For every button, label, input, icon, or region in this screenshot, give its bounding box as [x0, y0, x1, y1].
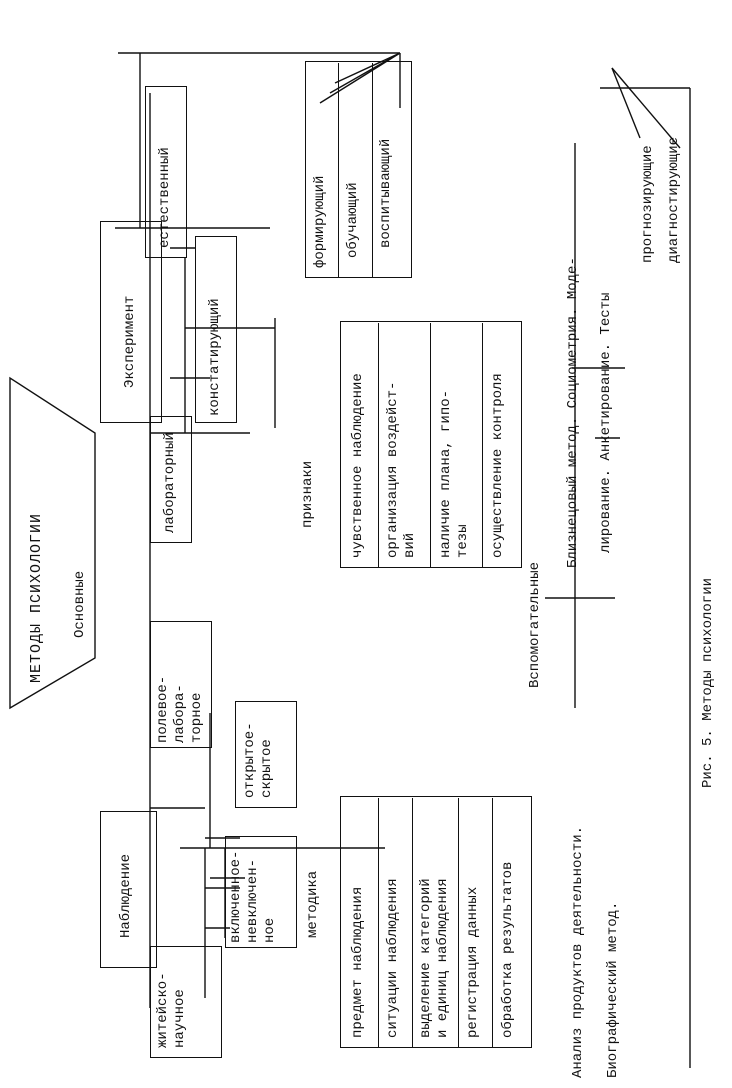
method-item-4: регистрация данных: [465, 886, 481, 1038]
tests-fan-1: [611, 67, 641, 139]
fan-4: [319, 52, 401, 104]
tests-type-2: диагностирующие: [666, 136, 682, 263]
method-item-5: обработка результатов: [500, 861, 516, 1038]
obs-type-2: включенное- невключен- ное: [228, 850, 278, 943]
tests-type-1: прогнозирующие: [640, 145, 656, 263]
obs-type-1: житейско- научное: [155, 972, 188, 1048]
exp-type-natural: естественный: [157, 147, 173, 248]
feature-1: чувственное наблюдение: [350, 373, 366, 558]
formative-divider-1: [338, 63, 339, 278]
method-divider-4: [492, 798, 493, 1048]
formative-divider-2: [372, 63, 373, 278]
feature-3: наличие плана, гипо- тезы: [438, 389, 471, 558]
exp-type-lab: лабораторный: [162, 432, 178, 533]
feature-4: осуществление контроля: [490, 373, 506, 558]
aux-right-line-1: Близнецовый метод. Социометрия. Моде-: [565, 257, 581, 568]
experiment-title: Эксперимент: [122, 295, 138, 388]
observation-title: Наблюдение: [118, 853, 134, 938]
tests-fan-2: [611, 67, 681, 149]
exp-type-formative: формирующий: [312, 175, 328, 268]
basic-label: Основные: [72, 570, 88, 638]
method-item-1: предмет наблюдения: [350, 886, 366, 1038]
exp-type-teaching: обучающий: [345, 182, 361, 258]
root-title: МЕТОДЫ ПСИХОЛОГИИ: [28, 512, 45, 683]
aux-left-item-1: Анализ продуктов деятельности.: [570, 825, 586, 1078]
aux-left-item-2: Биографический метод.: [605, 901, 621, 1078]
method-divider-2: [412, 798, 413, 1048]
obs-type-4: полевое- лабора- торное: [155, 675, 205, 743]
method-item-2: ситуации наблюдения: [385, 878, 401, 1038]
features-label: признаки: [300, 460, 316, 528]
obs-type-3: открытое- скрытое: [242, 722, 275, 798]
exp-type-educating: воспитывающий: [378, 138, 394, 248]
features-divider-1: [378, 323, 379, 568]
root-trapezoid: [9, 376, 96, 710]
method-divider-1: [378, 798, 379, 1048]
aux-right-line-2: лирование. Анкетирование. Тесты: [598, 292, 614, 553]
method-label: методика: [305, 870, 321, 938]
fan-2: [334, 52, 401, 84]
features-divider-3: [482, 323, 483, 568]
method-divider-3: [458, 798, 459, 1048]
auxiliary-label: Вспомогательные: [527, 561, 543, 688]
exp-type-ascert: констатирующий: [207, 298, 223, 416]
method-item-3: выделение категорий и единиц наблюдения: [418, 878, 451, 1038]
feature-2: организация воздейст- вий: [385, 381, 418, 558]
figure-caption: Рис. 5. Методы психологии: [700, 577, 716, 788]
features-divider-2: [430, 323, 431, 568]
